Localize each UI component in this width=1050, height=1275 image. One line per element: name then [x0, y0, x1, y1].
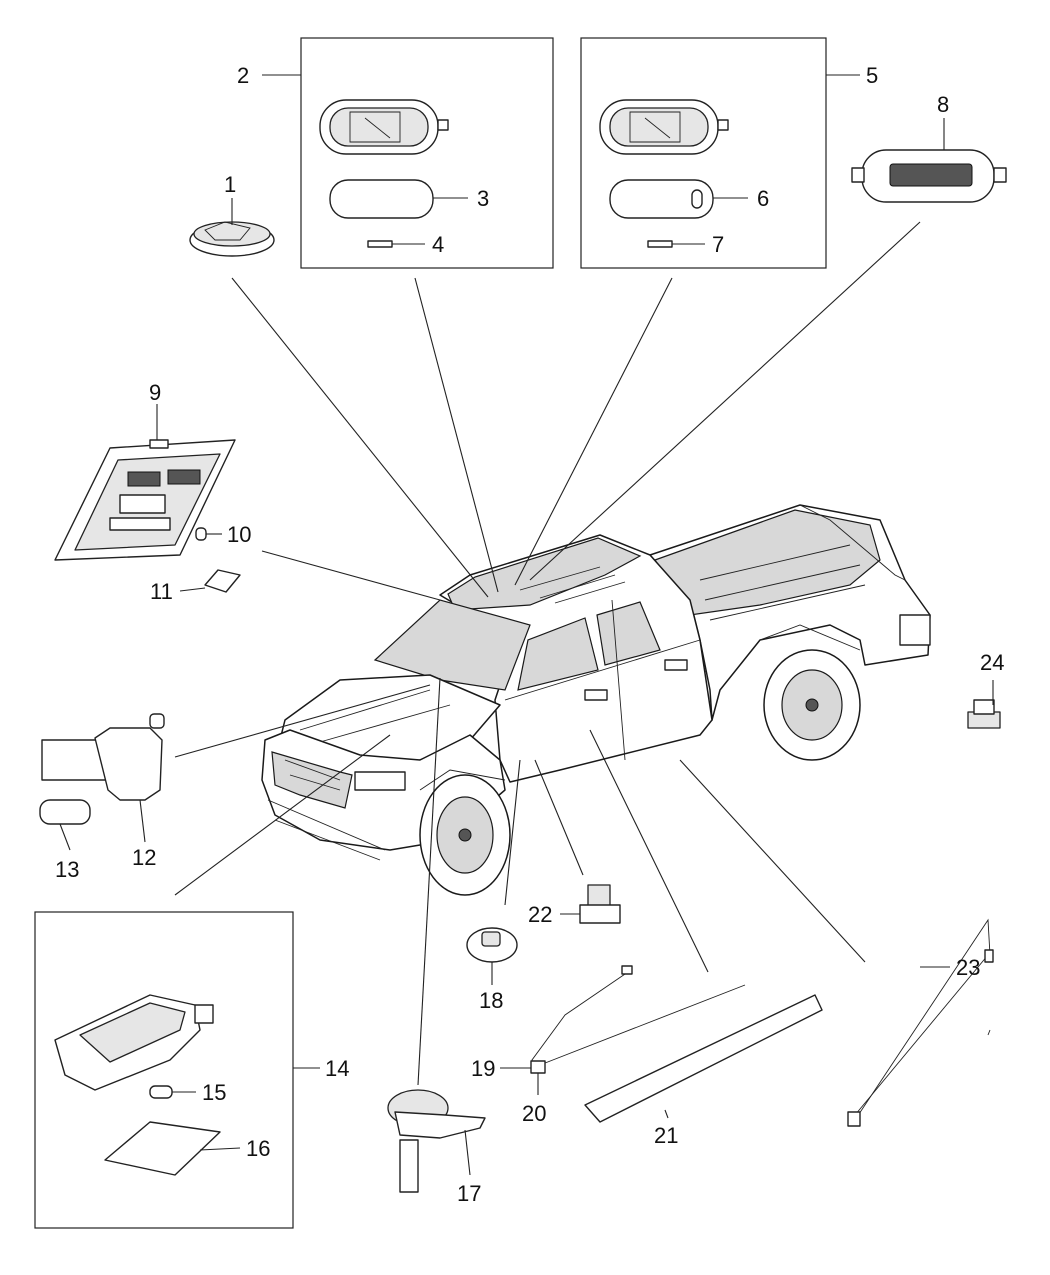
callout-4: 4 — [432, 232, 444, 257]
callout-17: 17 — [457, 1181, 481, 1206]
truck-illustration — [261, 504, 931, 896]
callout-24: 24 — [980, 650, 1004, 675]
group-box-5 — [580, 37, 827, 269]
part-4-bulb — [367, 240, 393, 248]
callout-3: 3 — [477, 186, 489, 211]
group-box-2 — [300, 37, 554, 269]
part-24-clip — [967, 699, 1001, 729]
callout-14: 14 — [325, 1056, 349, 1081]
callout-22: 22 — [528, 902, 552, 927]
callout-6: 6 — [757, 186, 769, 211]
callout-9: 9 — [149, 380, 161, 405]
part-9-overhead-console — [54, 439, 236, 561]
callout-23: 23 — [956, 955, 980, 980]
part-11-lens — [204, 569, 241, 593]
part-2-lamp-housing — [319, 99, 449, 155]
callout-20: 20 — [522, 1101, 546, 1126]
part-6-lens — [609, 179, 714, 219]
part-16-lens — [104, 1121, 221, 1176]
callout-13: 13 — [55, 857, 79, 882]
part-23-harness — [847, 918, 994, 1127]
part-15-bulb — [149, 1085, 173, 1099]
part-19-wire — [531, 965, 633, 1069]
part-10-bulb — [195, 527, 207, 541]
callout-5: 5 — [866, 63, 878, 88]
callout-11: 11 — [150, 579, 173, 604]
callout-2: 2 — [237, 63, 249, 88]
part-22-switch — [579, 884, 621, 924]
part-17-sensor — [387, 1089, 486, 1193]
part-12-lamp-assembly — [41, 713, 165, 801]
part-13-bulb — [39, 799, 91, 825]
part-1-dome-light — [189, 221, 275, 257]
part-3-lens — [329, 179, 434, 219]
callout-15: 15 — [202, 1080, 226, 1105]
leader-lines — [59, 74, 994, 1176]
callout-7: 7 — [712, 232, 724, 257]
callout-19: 19 — [471, 1056, 495, 1081]
group-box-14 — [34, 911, 294, 1229]
part-14-lamp-housing — [54, 994, 214, 1091]
callout-1: 1 — [224, 172, 236, 197]
part-18-clip — [466, 927, 518, 963]
part-8-cargo-lamp — [851, 149, 1007, 203]
callout-8: 8 — [937, 92, 949, 117]
callout-10: 10 — [227, 522, 251, 547]
callout-labels: 1 2 3 4 5 6 7 8 9 10 11 12 13 14 15 16 1… — [55, 63, 1004, 1206]
callout-12: 12 — [132, 845, 156, 870]
part-7-bulb — [647, 240, 673, 248]
callout-16: 16 — [246, 1136, 270, 1161]
part-5-lamp-housing — [599, 99, 729, 155]
callout-18: 18 — [479, 988, 503, 1013]
part-21-trim — [584, 994, 823, 1123]
callout-21: 21 — [654, 1123, 678, 1148]
